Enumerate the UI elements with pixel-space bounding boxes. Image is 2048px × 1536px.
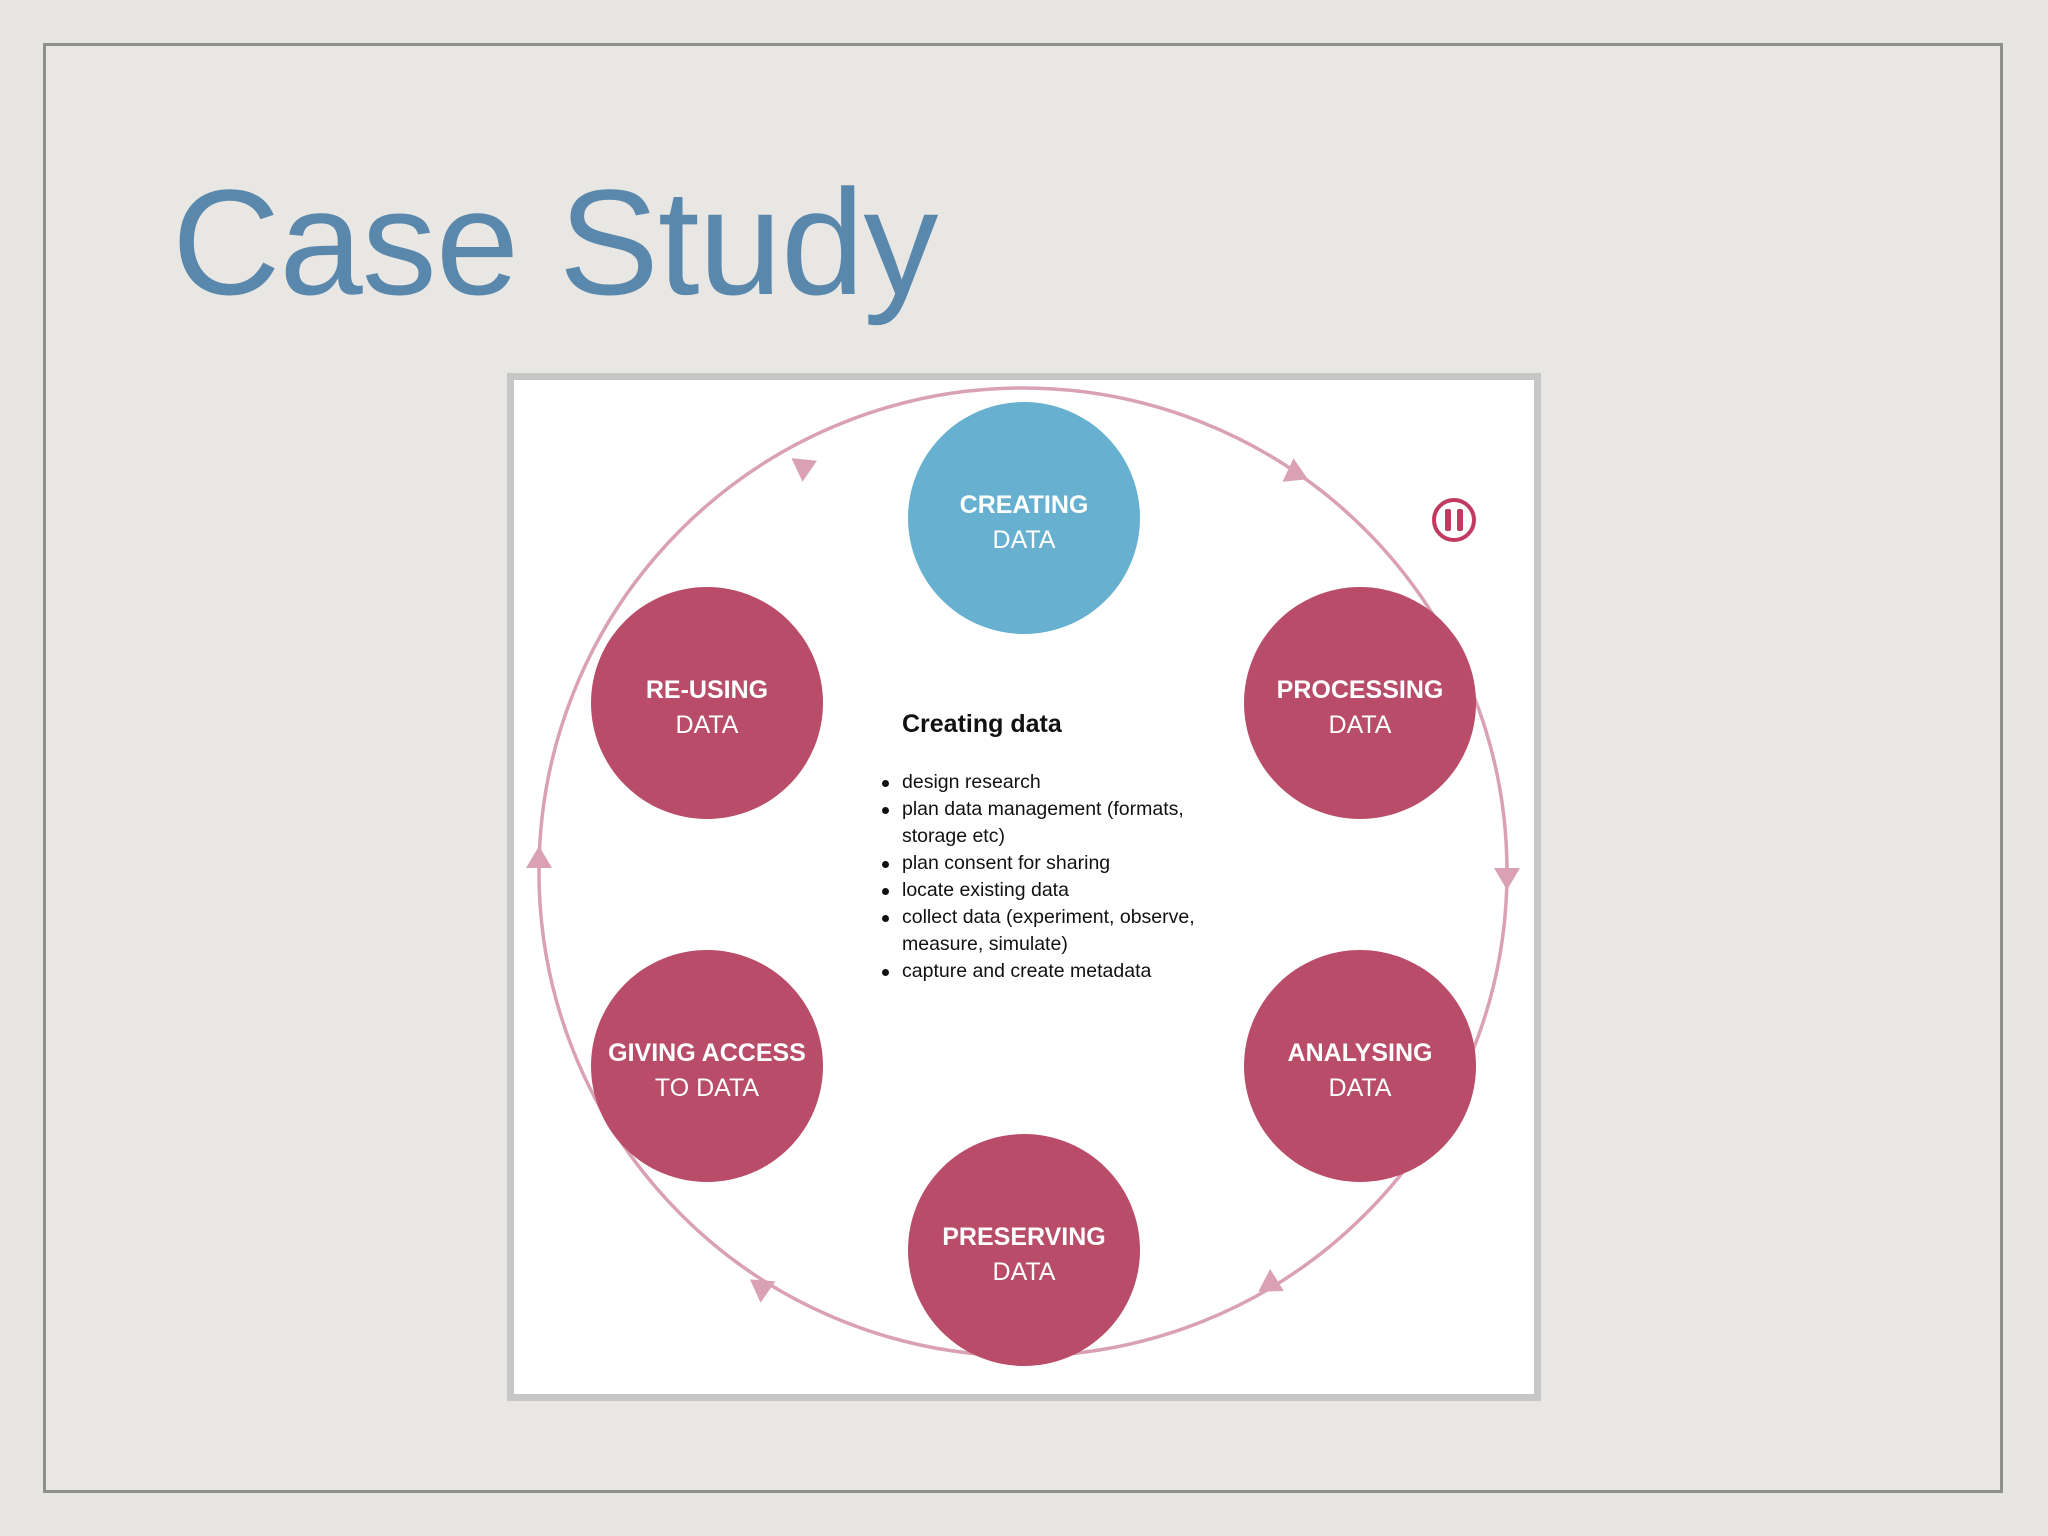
info-item: collect data (experiment, observe, measu… — [882, 904, 1244, 958]
stage-creating-data[interactable]: CREATING DATA — [908, 402, 1140, 634]
cycle-arrows — [526, 458, 1520, 1303]
stage-label-line2: TO DATA — [655, 1074, 760, 1102]
stage-analysing-data[interactable]: ANALYSING DATA — [1244, 950, 1476, 1182]
data-lifecycle-diagram: CREATING DATA PROCESSING DATA ANALYSING … — [507, 373, 1541, 1401]
stage-re-using-data[interactable]: RE-USING DATA — [591, 587, 823, 819]
stage-preserving-data[interactable]: PRESERVING DATA — [908, 1134, 1140, 1366]
info-item: locate existing data — [882, 877, 1244, 904]
stage-label-line2: DATA — [676, 711, 739, 739]
stage-circle — [591, 950, 823, 1182]
stage-label-line1: ANALYSING — [1288, 1039, 1433, 1067]
pause-circle-icon[interactable] — [1432, 498, 1476, 542]
slide-title: Case Study — [172, 158, 938, 326]
info-item: plan data management (formats, storage e… — [882, 796, 1244, 850]
lifecycle-svg: CREATING DATA PROCESSING DATA ANALYSING … — [526, 386, 1520, 1366]
stage-label-line2: DATA — [1329, 1074, 1392, 1102]
info-item: capture and create metadata — [882, 958, 1244, 985]
stage-circle — [591, 587, 823, 819]
stage-label-line1: RE-USING — [646, 676, 768, 704]
info-item: plan consent for sharing — [882, 850, 1244, 877]
stage-circle — [908, 402, 1140, 634]
stage-circle — [1244, 587, 1476, 819]
stage-processing-data[interactable]: PROCESSING DATA — [1244, 587, 1476, 819]
stage-circle — [908, 1134, 1140, 1366]
arrow-top-right-icon — [1282, 458, 1308, 482]
arrow-right-icon — [1494, 868, 1520, 890]
stage-label-line1: PROCESSING — [1277, 676, 1444, 704]
stage-label-line2: DATA — [993, 526, 1056, 554]
arrow-bottom-right-icon — [1258, 1268, 1284, 1292]
stage-label-line2: DATA — [1329, 711, 1392, 739]
stage-label-line2: DATA — [993, 1258, 1056, 1286]
arrow-bottom-left-icon — [749, 1279, 776, 1303]
arrow-left-icon — [526, 846, 552, 868]
stage-label-line1: GIVING ACCESS — [608, 1039, 806, 1067]
info-title: Creating data — [902, 710, 1062, 738]
stage-info-panel: Creating data design research plan data … — [864, 710, 1244, 985]
stage-circle — [1244, 950, 1476, 1182]
info-item: design research — [882, 769, 1244, 796]
stage-giving-access-to-data[interactable]: GIVING ACCESS TO DATA — [591, 950, 823, 1182]
stage-label-line1: CREATING — [960, 491, 1089, 519]
info-list: design research plan data management (fo… — [864, 769, 1244, 985]
arrow-top-left-icon — [791, 458, 817, 482]
stage-label-line1: PRESERVING — [942, 1223, 1105, 1251]
